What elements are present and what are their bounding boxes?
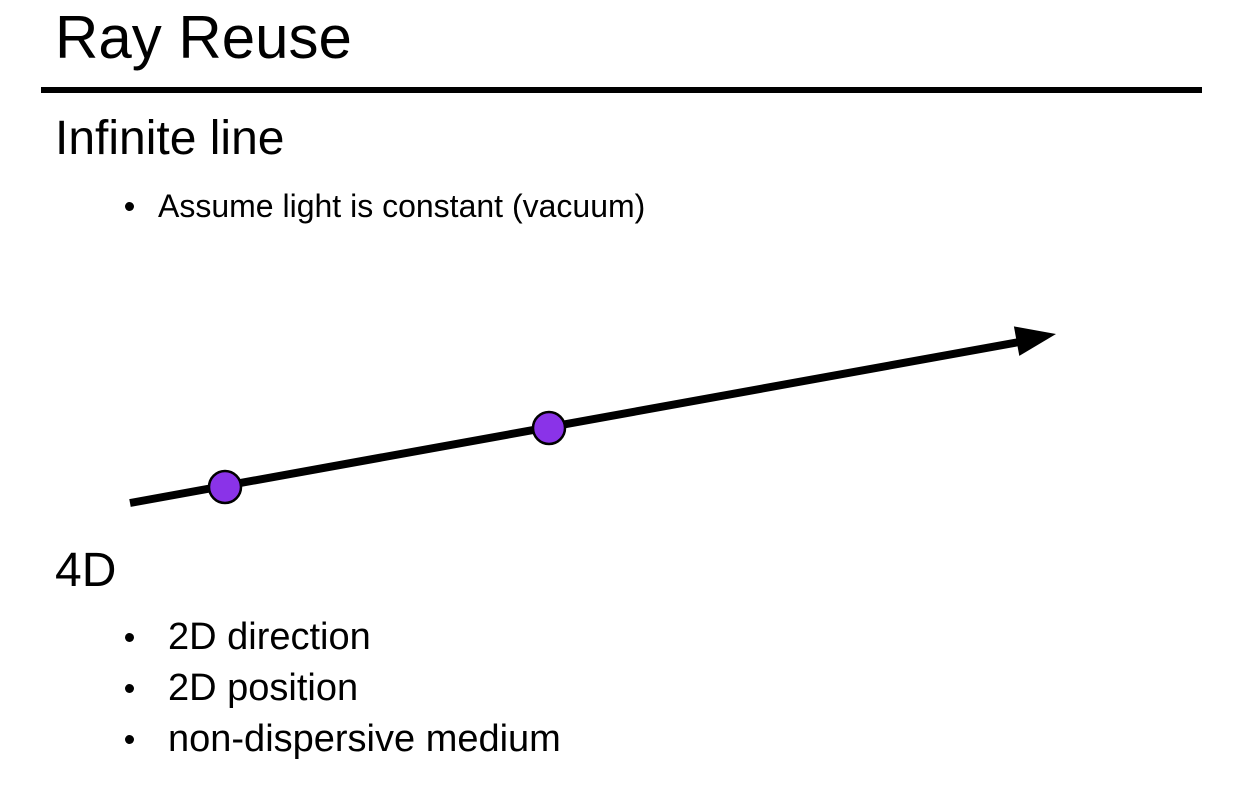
bullet-text: non-dispersive medium (168, 718, 561, 760)
list-item: 2D position (125, 663, 561, 714)
ray-point (207, 469, 243, 505)
ray-point (531, 410, 567, 446)
arrowhead-icon (1013, 326, 1056, 356)
title-underline (41, 87, 1202, 93)
section-heading-infinite-line: Infinite line (55, 112, 285, 165)
slide-title: Ray Reuse (55, 4, 352, 71)
section-heading-4d: 4D (55, 544, 117, 597)
ray-line (129, 337, 1023, 507)
bullet-icon (125, 684, 134, 693)
bullet-text: Assume light is constant (vacuum) (158, 187, 646, 224)
bullet-icon (125, 735, 134, 744)
bullet-text: 2D position (168, 667, 359, 709)
list-item: Assume light is constant (vacuum) (125, 182, 645, 230)
bullet-icon (125, 201, 134, 211)
bullet-icon (125, 633, 134, 642)
4d-bullet-list: 2D direction 2D position non-dispersive … (125, 612, 561, 765)
bullet-text: 2D direction (168, 616, 371, 658)
list-item: non-dispersive medium (125, 714, 561, 765)
list-item: 2D direction (125, 612, 561, 663)
